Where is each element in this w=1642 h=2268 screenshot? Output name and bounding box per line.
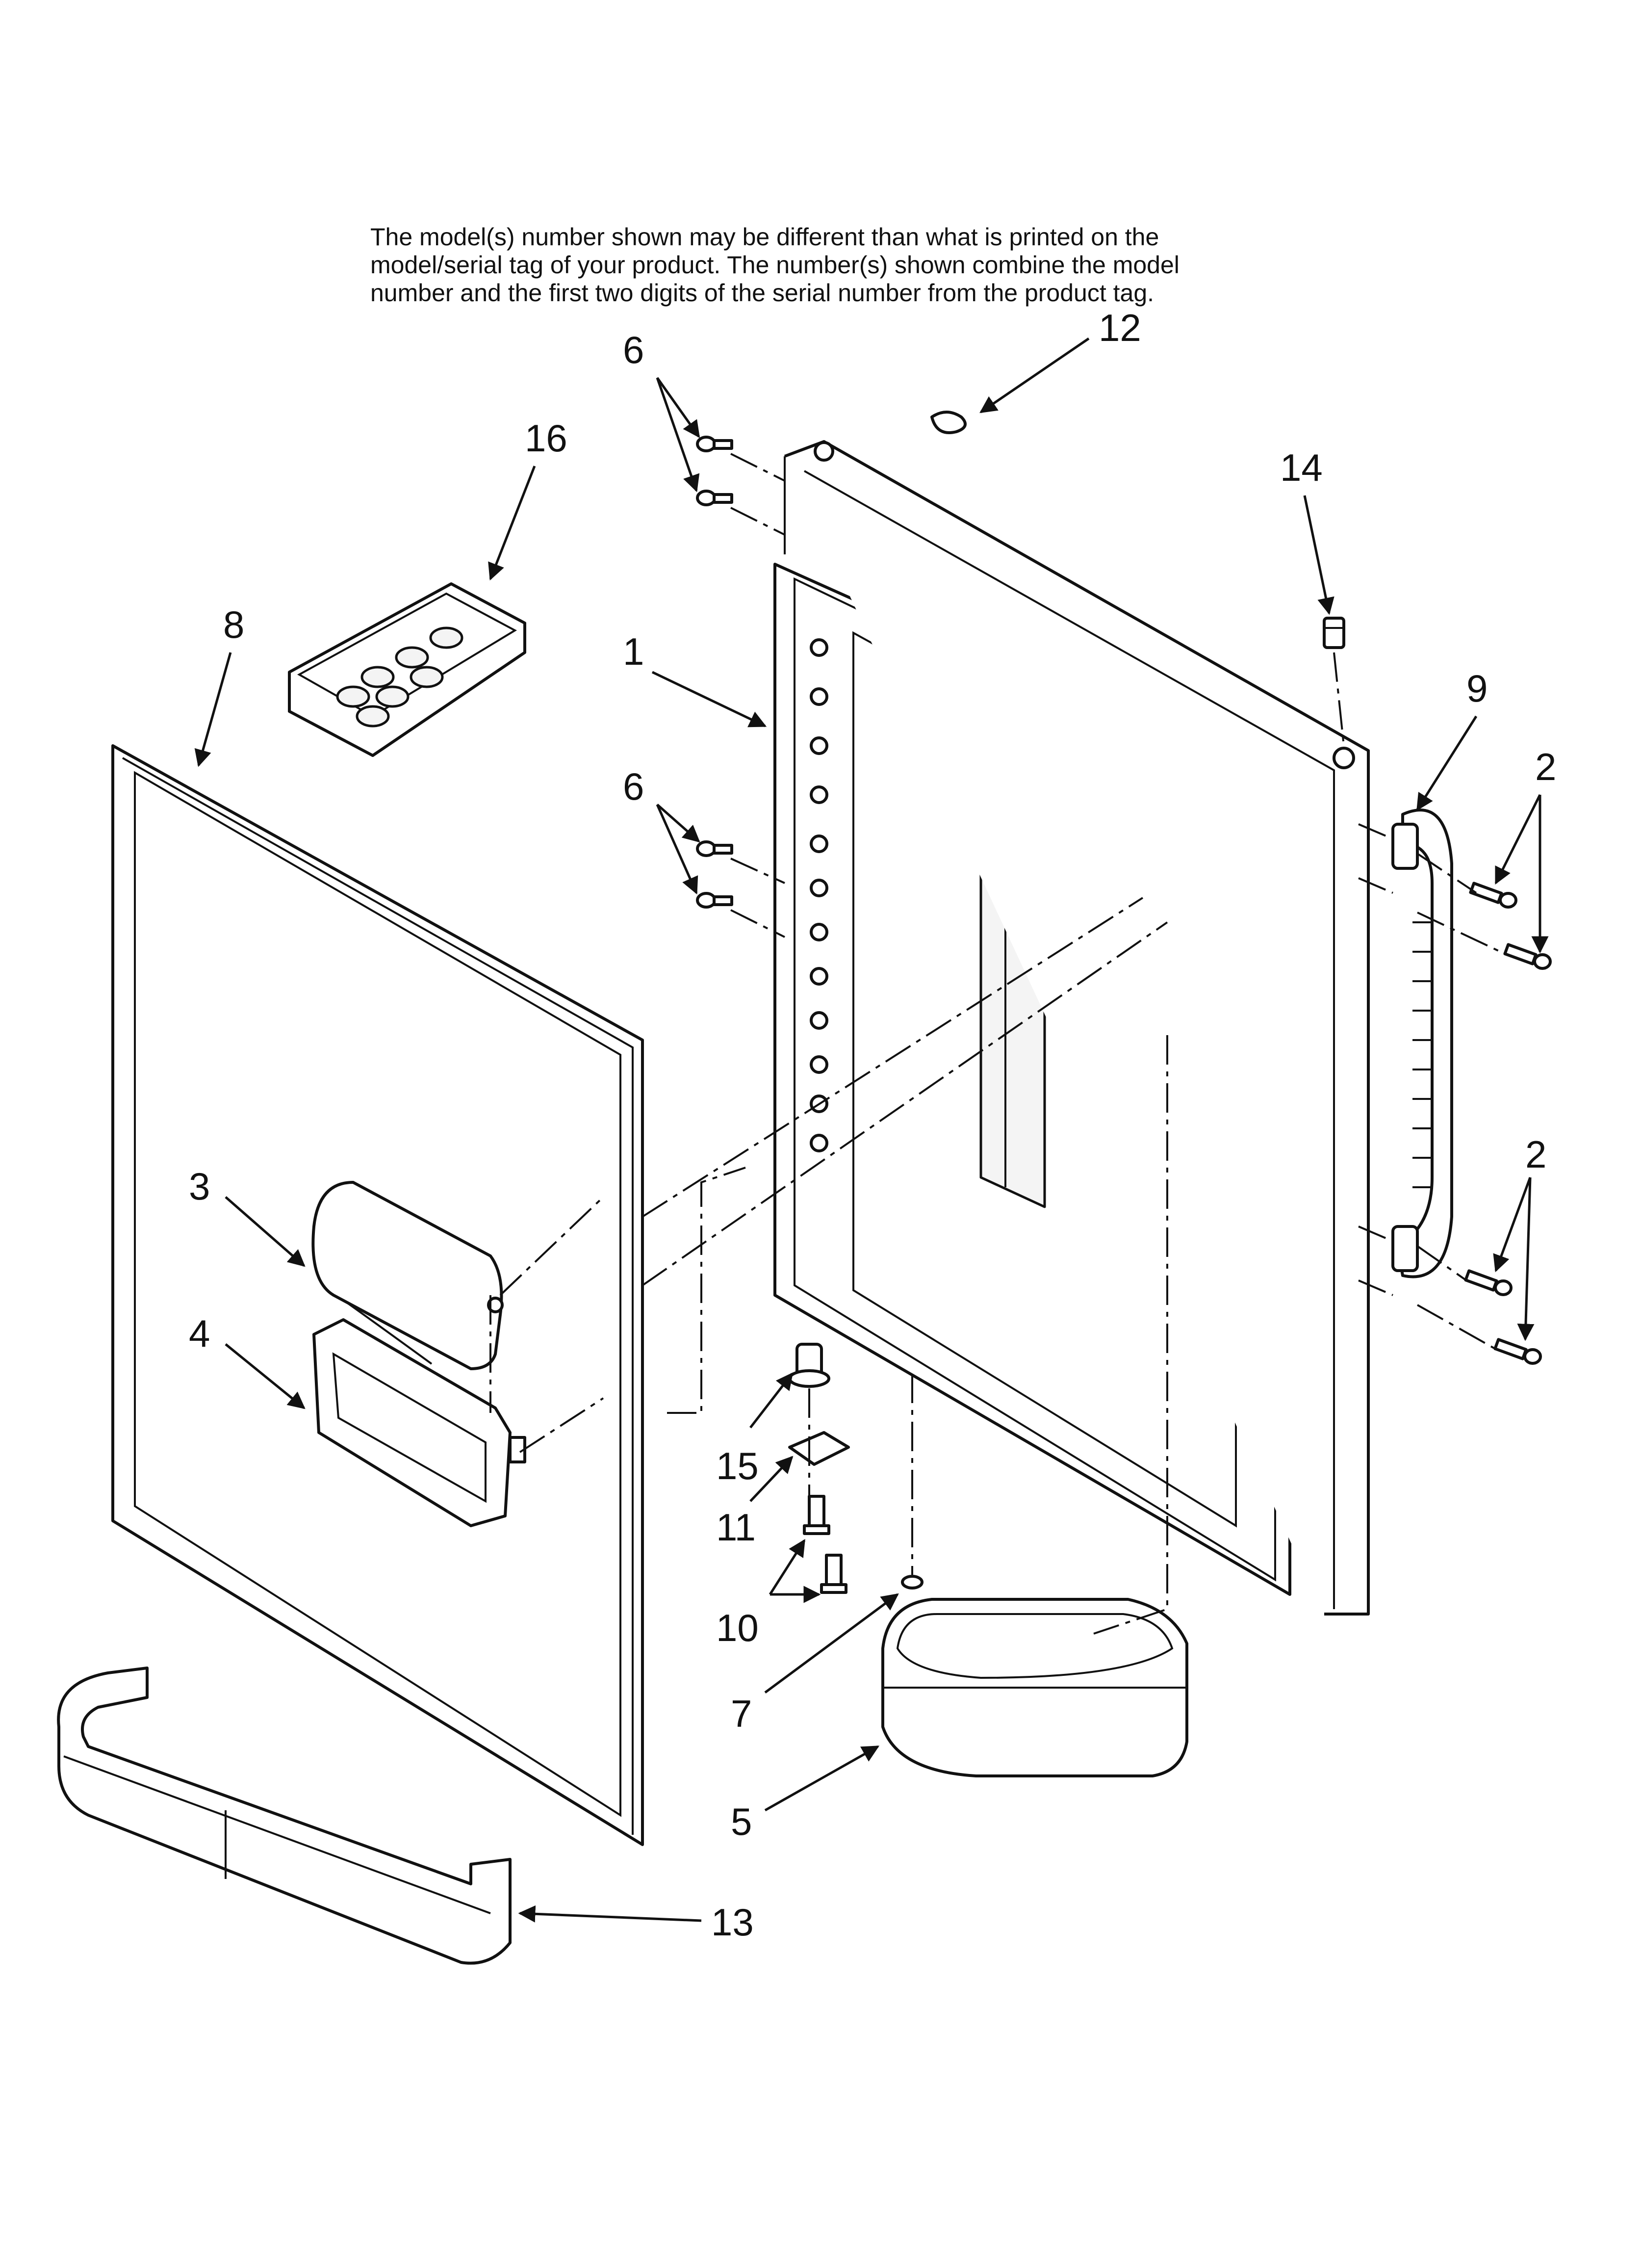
callout-9: 9 [1466, 667, 1488, 710]
callout-12: 12 [1099, 306, 1141, 349]
screws-part-2-top [1469, 882, 1552, 970]
hinge-pin-part-15 [788, 1343, 830, 1388]
callout-11: 11 [716, 1506, 756, 1549]
callout-6-top: 6 [623, 328, 644, 371]
callout-13: 13 [711, 1901, 754, 1944]
cap-part-7 [901, 1575, 924, 1590]
disclaimer-note: The model(s) number shown may be differe… [370, 223, 1498, 307]
screws-part-10 [803, 1495, 847, 1594]
shelf-hooks [810, 638, 828, 1152]
leader-arrows [194, 337, 1549, 1923]
callout-2-top: 2 [1535, 745, 1556, 788]
outer-door-frame [784, 440, 1370, 1616]
note-line-3: number and the first two digits of the s… [370, 279, 1155, 307]
callout-7: 7 [731, 1692, 752, 1735]
callout-10: 10 [716, 1606, 759, 1649]
note-line-1: The model(s) number shown may be differe… [370, 223, 1159, 251]
screws-part-2-bottom [1464, 1269, 1542, 1365]
callout-3: 3 [189, 1165, 210, 1208]
dairy-door-part-3 [311, 1181, 504, 1370]
door-bin-part-5 [881, 1598, 1188, 1777]
callout-labels: 12 6 16 14 8 1 9 2 6 2 3 4 15 11 10 7 5 … [189, 306, 1556, 1944]
egg-tray-part-16 [288, 582, 526, 757]
callout-15: 15 [716, 1444, 759, 1487]
assembly-lines [489, 453, 1506, 1635]
callout-1: 1 [623, 630, 644, 673]
callout-4: 4 [189, 1312, 210, 1355]
callout-14: 14 [1280, 446, 1323, 489]
note-line-2: model/serial tag of your product. The nu… [370, 251, 1180, 279]
screws-part-6-top [696, 436, 733, 506]
callout-16: 16 [525, 417, 567, 460]
callout-5: 5 [731, 1800, 752, 1843]
screws-part-6-middle [696, 840, 733, 909]
callout-2-bottom: 2 [1525, 1133, 1546, 1176]
callout-6-middle: 6 [623, 765, 644, 808]
long-door-bin-part-13 [57, 1667, 512, 1965]
callout-8: 8 [223, 603, 244, 646]
bracket-part-11 [788, 1431, 850, 1466]
bushing-part-14 [1323, 617, 1345, 746]
plug-part-12 [930, 411, 967, 434]
handle-part-9 [1391, 808, 1453, 1278]
